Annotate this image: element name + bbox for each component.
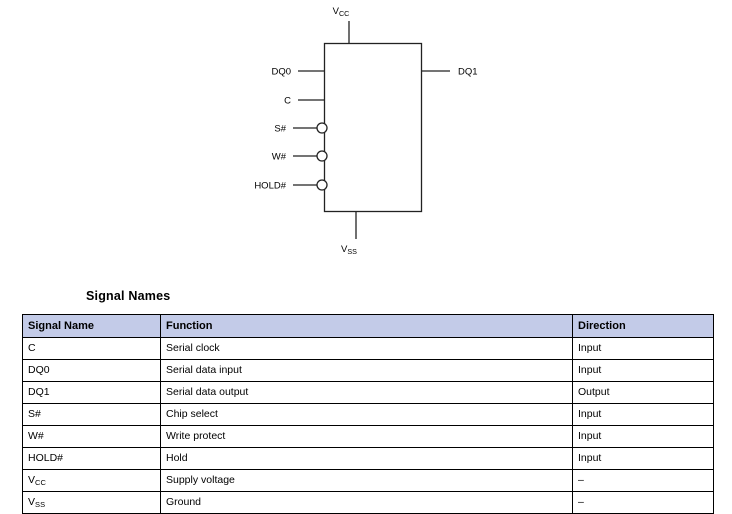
cell-function: Ground (160, 491, 573, 514)
cell-function: Serial clock (160, 337, 573, 360)
column-header-direction: Direction (572, 314, 714, 338)
cell-direction: Input (572, 447, 714, 470)
table-header-row: Signal Name Function Direction (22, 314, 714, 338)
cell-direction: Input (572, 403, 714, 426)
cell-direction: – (572, 469, 714, 492)
pin-label-hold: HOLD# (254, 181, 286, 192)
pin-label-s: S# (274, 124, 286, 135)
pin-label-vss: VSS (341, 244, 357, 256)
pin-label-c: C (284, 96, 291, 107)
pin-label-dq1: DQ1 (458, 67, 478, 78)
cell-signal-name: VSS (22, 491, 161, 514)
cell-signal-name: W# (22, 425, 161, 448)
cell-direction: Input (572, 337, 714, 360)
pin-label-vcc: VCC (333, 6, 350, 18)
cell-signal-name: DQ0 (22, 359, 161, 382)
cell-signal-name: VCC (22, 469, 161, 492)
cell-signal-name: C (22, 337, 161, 360)
inversion-bubble-s (316, 122, 328, 134)
signal-subscript: SS (35, 499, 46, 509)
cell-direction: – (572, 491, 714, 514)
page-title: Signal Names (86, 289, 171, 303)
column-header-function: Function (160, 314, 573, 338)
cell-direction: Input (572, 425, 714, 448)
pin-label-w: W# (272, 152, 287, 163)
cell-function: Write protect (160, 425, 573, 448)
cell-function: Serial data output (160, 381, 573, 404)
column-header-signal-name: Signal Name (22, 314, 161, 338)
cell-signal-name: HOLD# (22, 447, 161, 470)
chip-body-rect (323, 42, 423, 213)
cell-function: Hold (160, 447, 573, 470)
signal-subscript: CC (35, 477, 47, 487)
cell-function: Serial data input (160, 359, 573, 382)
cell-signal-name: DQ1 (22, 381, 161, 404)
cell-direction: Input (572, 359, 714, 382)
cell-signal-name: S# (22, 403, 161, 426)
inversion-bubble-hold (316, 179, 328, 191)
cell-direction: Output (572, 381, 714, 404)
pin-label-dq0: DQ0 (271, 67, 291, 78)
cell-function: Supply voltage (160, 469, 573, 492)
logic-block-diagram: VCC VSS DQ0 C S# W# HOLD# DQ1 (254, 6, 478, 256)
cell-function: Chip select (160, 403, 573, 426)
inversion-bubble-w (316, 150, 328, 162)
